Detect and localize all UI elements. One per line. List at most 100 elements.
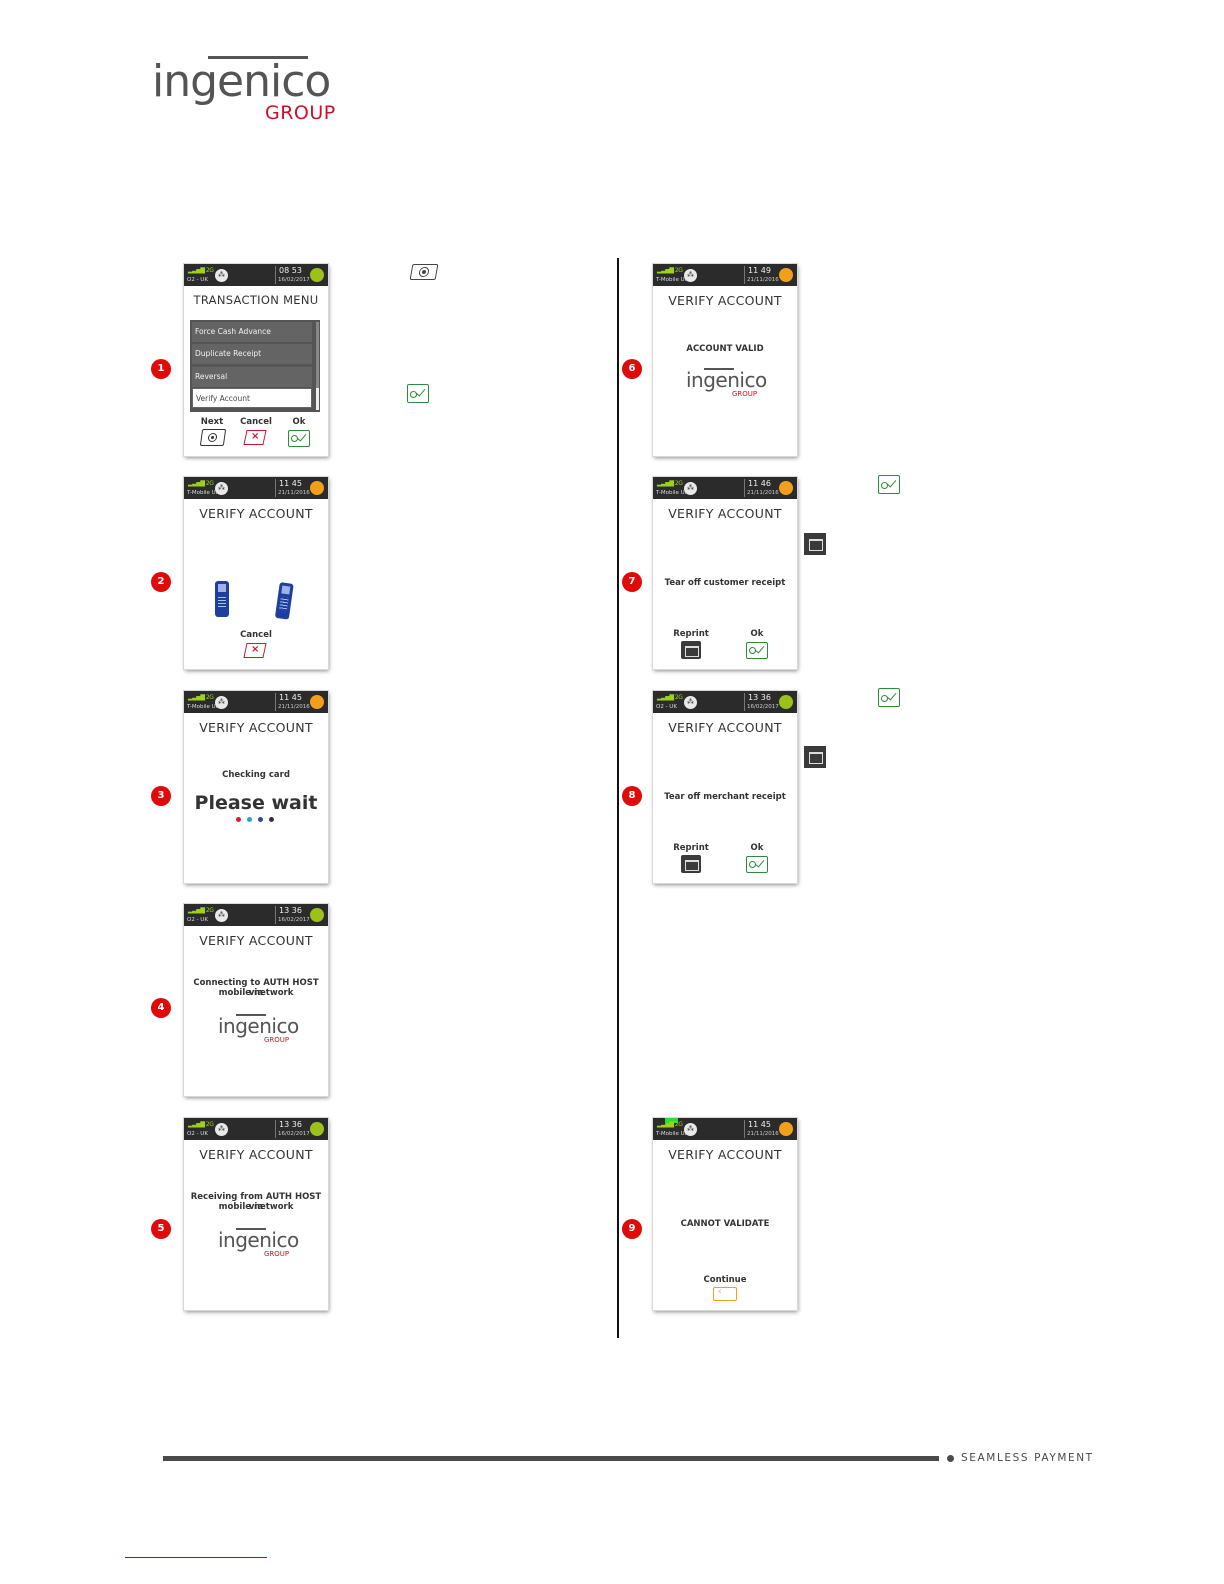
status-message-line2: mobile network [218, 988, 294, 998]
signal-icon: ▂▃▅▇ 2G [188, 1121, 214, 1128]
menu-item-verify-account[interactable]: Verify Account [192, 388, 312, 408]
reprint-button[interactable] [681, 641, 701, 659]
step-badge-4: 4 [151, 998, 171, 1018]
status-time: 11 45 [279, 693, 302, 702]
operator-label: O2 - UK [656, 704, 677, 710]
continue-button[interactable]: ‹ [713, 1287, 737, 1301]
reprint-label: Reprint [673, 843, 709, 853]
status-time: 11 45 [279, 479, 302, 488]
status-time: 11 46 [748, 479, 771, 488]
screen-verify-insert-card: ▂▃▅▇ 2G T-Mobile UK ⁂ 11 45 21/11/2016 V… [184, 477, 328, 669]
cancel-button[interactable]: × [243, 430, 267, 445]
screen-transaction-menu: ▂▃▅▇ 2G O2 - UK ⁂ 08 53 16/02/2017 TRANS… [184, 264, 328, 456]
ok-key-icon [878, 688, 900, 707]
please-wait-text: Please wait [194, 792, 318, 814]
status-message: ACCOUNT VALID [686, 344, 764, 354]
contactless-icon: ⁂ [684, 269, 697, 282]
cancel-label: Cancel [240, 417, 272, 427]
contactless-icon: ⁂ [215, 696, 228, 709]
close-icon: × [251, 431, 260, 442]
ok-label: Ok [750, 629, 764, 639]
menu-item-reversal[interactable]: Reversal [192, 367, 312, 387]
close-icon: × [251, 644, 260, 655]
ok-key-icon [407, 384, 429, 403]
battery-icon [310, 695, 324, 709]
contactless-icon: ⁂ [215, 482, 228, 495]
status-bar: ▂▃▅▇ 2G T-Mobile UK ⁂ 11 45 21/11/2016 [184, 477, 328, 499]
operator-label: O2 - UK [187, 277, 208, 283]
screen-title: TRANSACTION MENU [193, 293, 319, 307]
cancel-button[interactable]: × [243, 643, 267, 658]
contactless-icon: ⁂ [684, 1123, 697, 1136]
reprint-button[interactable] [681, 855, 701, 873]
reprint-key-icon [804, 746, 826, 768]
swipe-card-icon [274, 582, 295, 624]
menu-item-force-cash-advance[interactable]: Force Cash Advance [192, 322, 312, 342]
battery-icon [779, 1122, 793, 1136]
signal-icon: ▂▃▅▇ 2G [188, 480, 214, 487]
status-message: CANNOT VALIDATE [680, 1219, 770, 1229]
status-date: 21/11/2016 [278, 490, 310, 496]
footer-dot [947, 1455, 954, 1462]
logo-group: GROUP [265, 102, 336, 124]
status-date: 16/02/2017 [278, 1131, 310, 1137]
status-bar: ▂▃▅▇ 2G O2 - UK ⁂ 08 53 16/02/2017 [184, 264, 328, 286]
status-time: 11 49 [748, 266, 771, 275]
status-message-line2: mobile network [218, 1202, 294, 1212]
signal-icon: ▂▃▅▇ 2G [657, 480, 683, 487]
battery-icon [310, 268, 324, 282]
ok-key-icon [878, 475, 900, 494]
step-badge-1: 1 [151, 359, 171, 379]
footer-tagline: SEAMLESS PAYMENT [961, 1452, 1094, 1464]
arrow-left-icon: ‹ [718, 1287, 722, 1297]
signal-highlight [665, 1118, 678, 1123]
menu-item-duplicate-receipt[interactable]: Duplicate Receipt [192, 344, 312, 364]
signal-icon: ▂▃▅▇ 2G [188, 907, 214, 914]
battery-icon [779, 268, 793, 282]
status-date: 16/02/2017 [278, 917, 310, 923]
menu-scrollbar[interactable] [316, 322, 319, 410]
next-button[interactable] [199, 429, 227, 446]
ok-button[interactable] [746, 642, 768, 659]
ok-label: Ok [750, 843, 764, 853]
contactless-icon: ⁂ [215, 1123, 228, 1136]
operator-label: T-Mobile UK [656, 490, 689, 496]
step-badge-6: 6 [622, 359, 642, 379]
battery-icon [779, 695, 793, 709]
footer-link-underline[interactable] [125, 1557, 267, 1558]
status-time: 08 53 [279, 266, 302, 275]
battery-icon [310, 481, 324, 495]
operator-label: T-Mobile UK [187, 704, 220, 710]
screen-connecting-host: ▂▃▅▇ 2G O2 - UK ⁂ 13 36 16/02/2017 VERIF… [184, 904, 328, 1096]
status-message: Tear off customer receipt [664, 578, 786, 588]
step-badge-3: 3 [151, 786, 171, 806]
screen-title: VERIFY ACCOUNT [668, 1147, 782, 1162]
insert-card-icon [215, 581, 231, 621]
ok-button[interactable] [746, 856, 768, 873]
operator-label: O2 - UK [187, 1131, 208, 1137]
status-date: 16/02/2017 [278, 277, 310, 283]
step-badge-2: 2 [151, 572, 171, 592]
ok-button[interactable] [288, 430, 310, 447]
logo-wordmark: ingenico [152, 56, 331, 107]
battery-icon [310, 908, 324, 922]
ok-label: Ok [292, 417, 306, 427]
reprint-key-icon [804, 533, 826, 555]
status-bar: ▂▃▅▇ 2G O2 - UK ⁂ 13 36 16/02/2017 [653, 691, 797, 713]
status-bar: ▂▃▅▇ 2G T-Mobile UK ⁂ 11 45 21/11/2016 [184, 691, 328, 713]
status-message: Checking card [222, 770, 290, 780]
battery-icon [310, 1122, 324, 1136]
screen-account-valid: ▂▃▅▇ 2G T-Mobile UK ⁂ 11 49 21/11/2016 V… [653, 264, 797, 456]
operator-label: T-Mobile UK [187, 490, 220, 496]
cancel-label: Cancel [240, 630, 272, 640]
screen-title: VERIFY ACCOUNT [199, 720, 313, 735]
contactless-icon: ⁂ [215, 269, 228, 282]
operator-label: T-Mobile UK [656, 277, 689, 283]
status-time: 13 36 [279, 1120, 302, 1129]
screen-title: VERIFY ACCOUNT [199, 933, 313, 948]
status-bar: ▂▃▅▇ 2G T-Mobile UK ⁂ 11 46 21/11/2016 [653, 477, 797, 499]
operator-label: T-Mobile UK [656, 1131, 689, 1137]
status-date: 21/11/2016 [747, 1131, 779, 1137]
